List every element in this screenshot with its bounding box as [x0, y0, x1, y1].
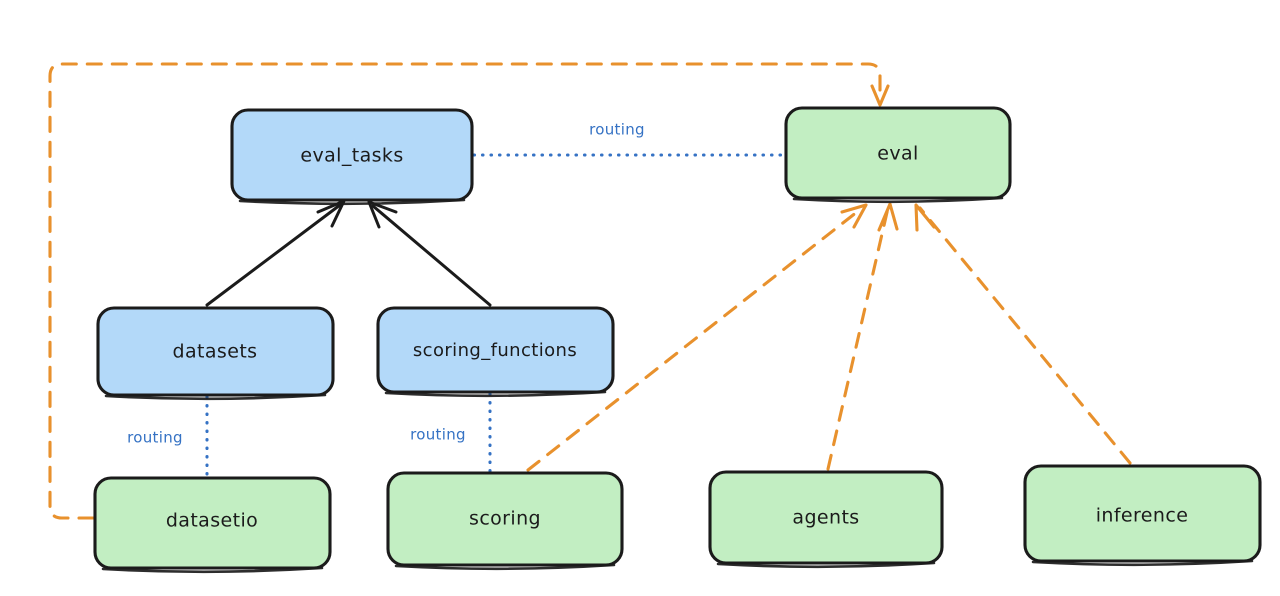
node-scoring-functions-label: scoring_functions [413, 340, 577, 361]
edge-label-datasets-routing: routing [127, 429, 183, 447]
node-datasets[interactable]: datasets [96, 306, 335, 401]
node-agents-label: agents [792, 507, 859, 529]
node-eval-label: eval [877, 143, 918, 165]
node-inference[interactable]: inference [1023, 464, 1262, 567]
edge-inference-eval-arrowhead [914, 203, 936, 232]
node-inference-underline [1031, 559, 1254, 567]
node-datasetio-underline [101, 566, 324, 574]
edge-label-scoring-functions-routing: routing [410, 426, 466, 444]
node-scoring[interactable]: scoring [386, 471, 624, 571]
node-inference-shape[interactable] [1023, 464, 1262, 563]
edge-label-eval-tasks-routing: routing [589, 121, 645, 139]
node-scoring-underline [394, 563, 616, 571]
node-inference-label: inference [1096, 505, 1189, 527]
edge-scoring_functions-eval_tasks [367, 200, 492, 307]
node-eval-tasks-underline [238, 198, 466, 206]
node-eval-tasks[interactable]: eval_tasks [230, 108, 474, 206]
node-datasets-shape[interactable] [96, 306, 335, 397]
edge-inference-eval [914, 203, 1132, 465]
edge-scoring-eval-path [526, 206, 864, 472]
edge-inference-eval-path [918, 206, 1132, 465]
edge-scoring_functions-eval_tasks-path [371, 204, 492, 307]
edge-datasets-eval_tasks-path [205, 203, 342, 307]
node-eval[interactable]: eval [784, 106, 1012, 204]
edge-scoring-eval [526, 203, 868, 472]
node-scoring-functions[interactable]: scoring_functions [376, 306, 615, 398]
edge-datasetio-eval-arrowhead [870, 84, 890, 107]
edge-scoring-eval-arrowhead [840, 203, 868, 229]
node-datasetio[interactable]: datasetio [93, 476, 332, 574]
edge-agents-eval-path [826, 206, 890, 471]
edge-agents-eval-arrowhead [877, 202, 899, 232]
node-eval-underline [792, 196, 1004, 204]
node-datasets-underline [104, 393, 327, 401]
node-eval-tasks-shape[interactable] [230, 108, 474, 202]
edge-datasetio-eval [48, 62, 890, 520]
node-scoring-label: scoring [469, 508, 541, 530]
edge-datasetio-eval-path [48, 62, 882, 520]
node-scoring-functions-underline [384, 390, 607, 398]
node-agents[interactable]: agents [708, 470, 944, 569]
node-datasets-label: datasets [173, 341, 258, 363]
edge-datasets-eval_tasks [205, 199, 346, 307]
node-eval-tasks-label: eval_tasks [300, 145, 403, 167]
node-scoring-functions-shape[interactable] [376, 306, 615, 394]
edge-agents-eval [826, 202, 899, 471]
edge-scoring_functions-eval_tasks-arrowhead [367, 200, 398, 229]
node-eval-shape[interactable] [784, 106, 1012, 200]
node-datasetio-label: datasetio [166, 510, 258, 532]
node-datasetio-shape[interactable] [93, 476, 332, 570]
node-scoring-shape[interactable] [386, 471, 624, 567]
node-agents-shape[interactable] [708, 470, 944, 565]
node-agents-underline [716, 561, 936, 569]
